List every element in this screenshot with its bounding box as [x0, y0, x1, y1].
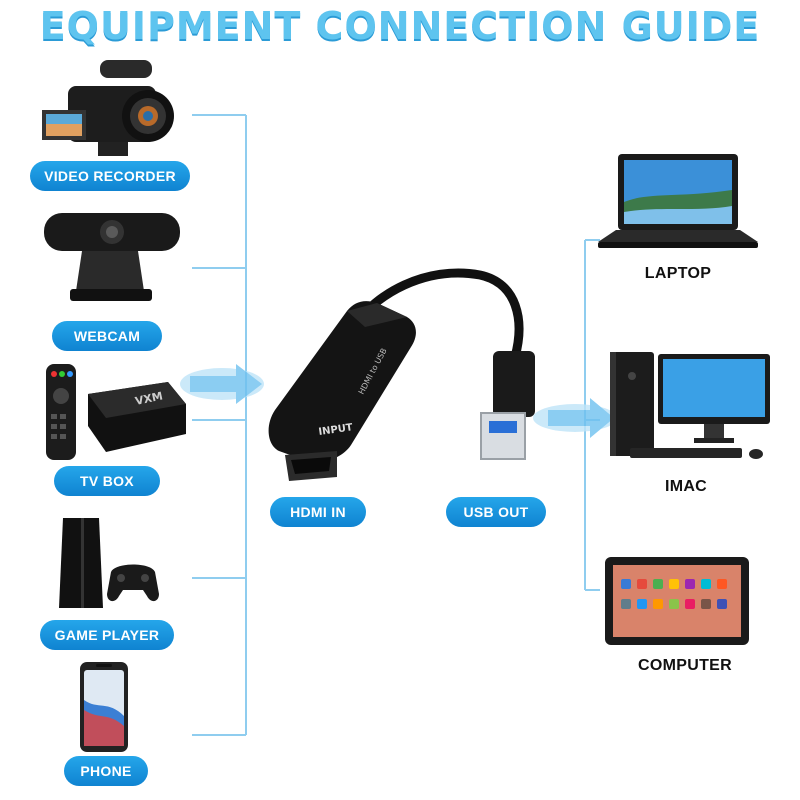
page-title: EQUIPMENT CONNECTION GUIDE: [39, 4, 761, 48]
source-label-video-recorder: VIDEO RECORDER: [30, 161, 190, 191]
tv-box-icon: VXM: [46, 364, 186, 460]
destination-label-imac: IMAC: [664, 478, 708, 495]
source-label-game-player: GAME PLAYER: [40, 620, 174, 650]
right-arrow-glow: [533, 398, 617, 438]
left-arrow-glow: [180, 364, 264, 404]
tablet-icon: [605, 557, 749, 645]
output-label: USB OUT: [446, 497, 546, 527]
svg-text:VXM: VXM: [134, 389, 164, 408]
webcam-icon: [44, 213, 180, 301]
port-label: INPUT: [318, 422, 354, 438]
phone-icon: [80, 662, 128, 752]
input-label: HDMI IN: [270, 497, 366, 527]
destination-label-laptop: LAPTOP: [644, 265, 712, 282]
game-console-icon: [59, 518, 159, 608]
source-label-phone: PHONE: [64, 756, 148, 786]
hdmi-capture-card: INPUT HDMI to USB: [268, 268, 535, 481]
destination-label-computer: COMPUTER: [638, 657, 732, 674]
laptop-icon: [598, 154, 758, 248]
desktop-computer-icon: [610, 352, 770, 459]
source-label-tv-box: TV BOX: [54, 466, 160, 496]
video-camera-icon: [42, 60, 174, 156]
source-label-webcam: WEBCAM: [52, 321, 162, 351]
